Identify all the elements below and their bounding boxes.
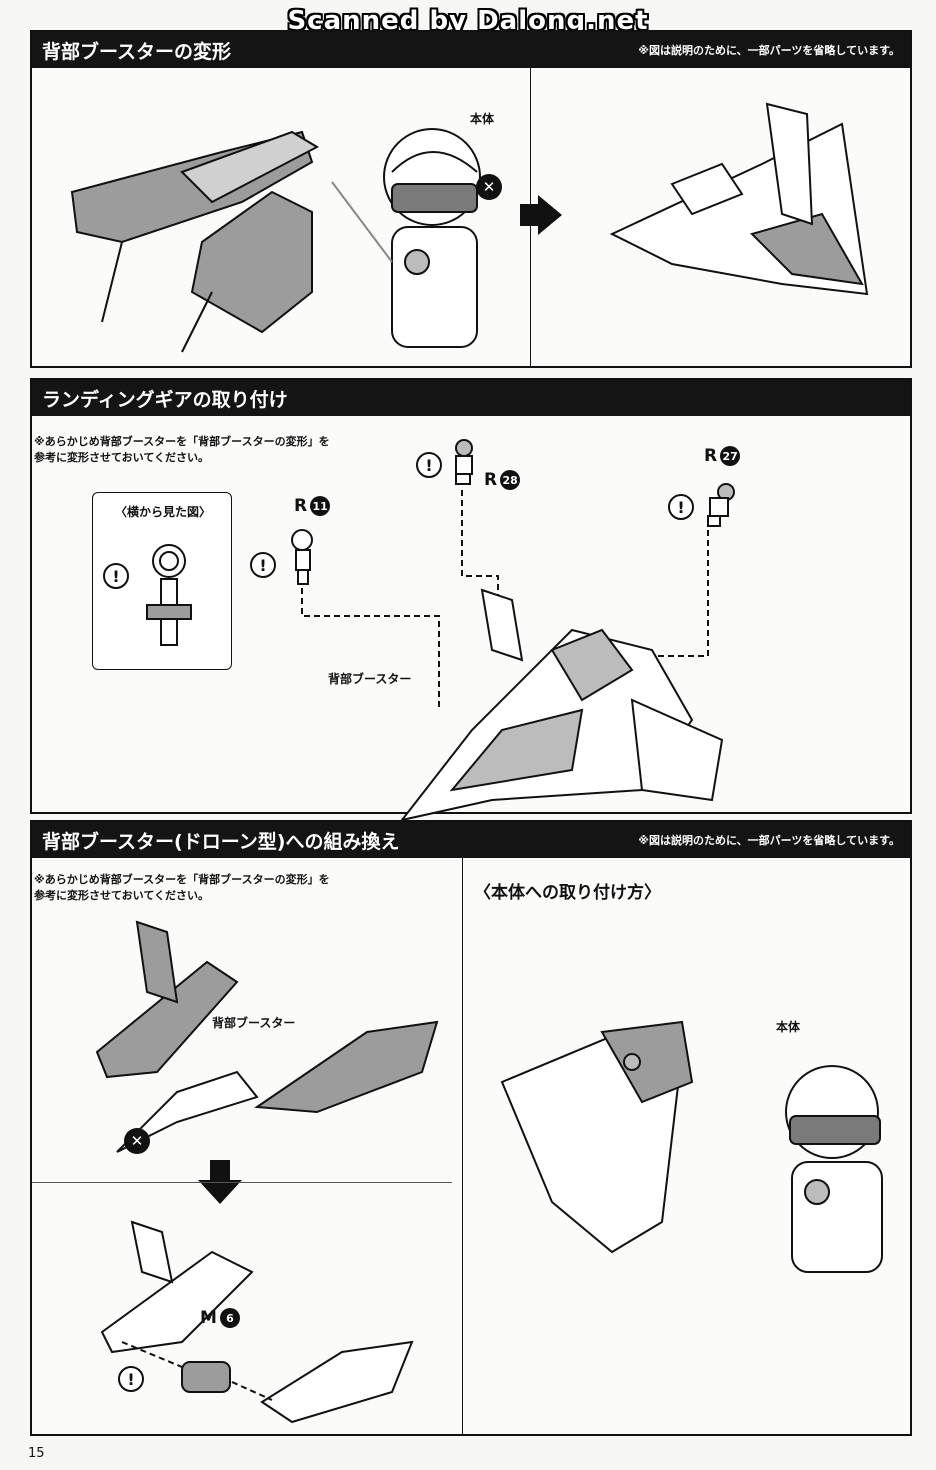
part-letter: M xyxy=(200,1308,217,1328)
side-view-inset: 〈横から見た図〉 ! xyxy=(92,492,232,670)
part-m6: M 6 xyxy=(200,1308,240,1328)
prohibited-icon: ✕ xyxy=(476,174,502,200)
part-letter: R xyxy=(294,496,308,516)
page-number: 15 xyxy=(28,1446,45,1461)
part-r11: R 11 xyxy=(294,496,331,516)
attachment-subtitle: 〈本体への取り付け方〉 xyxy=(474,883,661,903)
part-number: 11 xyxy=(310,496,331,516)
part-number: 6 xyxy=(219,1308,240,1328)
section-title: ランディングギアの取り付け xyxy=(42,388,288,411)
section-header: ランディングギアの取り付け xyxy=(32,380,910,416)
section-note: ※図は説明のために、一部パーツを省略しています。 xyxy=(638,44,900,57)
section-note: ※図は説明のために、一部パーツを省略しています。 xyxy=(638,834,900,847)
body-label: 本体 xyxy=(776,1020,801,1034)
warning-icon: ! xyxy=(118,1366,144,1392)
gear-r28-illustration xyxy=(455,439,473,485)
booster-assembly-illustration xyxy=(399,588,724,822)
divider xyxy=(530,68,531,366)
section-title: 背部ブースター(ドローン型)への組み換え xyxy=(42,830,400,853)
gear-r11-illustration xyxy=(291,529,313,585)
body-label: 本体 xyxy=(470,112,495,126)
gear-side-view-illustration xyxy=(146,544,192,646)
prohibited-icon: ✕ xyxy=(124,1128,150,1154)
section-drone-conversion: 背部ブースター(ドローン型)への組み換え ※図は説明のために、一部パーツを省略し… xyxy=(30,820,912,1436)
part-r27: R 27 xyxy=(704,446,741,466)
part-letter: R xyxy=(704,446,718,466)
arrow-right-icon xyxy=(538,195,562,235)
arrow-down-icon xyxy=(198,1180,242,1204)
section-header: 背部ブースター(ドローン型)への組み換え ※図は説明のために、一部パーツを省略し… xyxy=(32,822,910,858)
part-number: 28 xyxy=(500,470,521,490)
character-illustration xyxy=(785,1065,883,1273)
section-booster-transform: 背部ブースターの変形 ※図は説明のために、一部パーツを省略しています。 本体 ✕ xyxy=(30,30,912,368)
instruction-note: ※あらかじめ背部ブースターを「背部ブースターの変形」を 参考に変形させておいてく… xyxy=(34,873,330,902)
inset-title: 〈横から見た図〉 xyxy=(115,505,212,519)
arrow-right-icon xyxy=(520,204,538,226)
drone-attach-illustration xyxy=(500,1020,694,1254)
booster-illustration xyxy=(70,130,320,353)
instruction-note: ※あらかじめ背部ブースターを「背部ブースターの変形」を 参考に変形させておいてく… xyxy=(34,435,330,464)
part-number: 27 xyxy=(720,446,741,466)
section-header: 背部ブースターの変形 ※図は説明のために、一部パーツを省略しています。 xyxy=(32,32,910,68)
booster-label: 背部ブースター xyxy=(212,1016,296,1030)
warning-icon: ! xyxy=(250,552,276,578)
part-letter: R xyxy=(484,470,498,490)
warning-icon: ! xyxy=(416,452,442,478)
booster-transformed-illustration xyxy=(609,102,869,296)
gear-r27-illustration xyxy=(707,483,735,527)
drone-disassembly-illustration xyxy=(95,920,439,1153)
warning-icon: ! xyxy=(668,494,694,520)
character-illustration xyxy=(331,128,481,348)
section-title: 背部ブースターの変形 xyxy=(42,40,232,63)
part-r28: R 28 xyxy=(484,470,521,490)
warning-icon: ! xyxy=(103,563,129,589)
booster-label: 背部ブースター xyxy=(328,672,412,686)
section-landing-gear: ランディングギアの取り付け ※あらかじめ背部ブースターを「背部ブースターの変形」… xyxy=(30,378,912,822)
divider xyxy=(32,1182,452,1183)
drone-assembly-illustration xyxy=(100,1220,414,1424)
arrow-down-icon xyxy=(210,1160,230,1180)
divider xyxy=(462,858,463,1434)
